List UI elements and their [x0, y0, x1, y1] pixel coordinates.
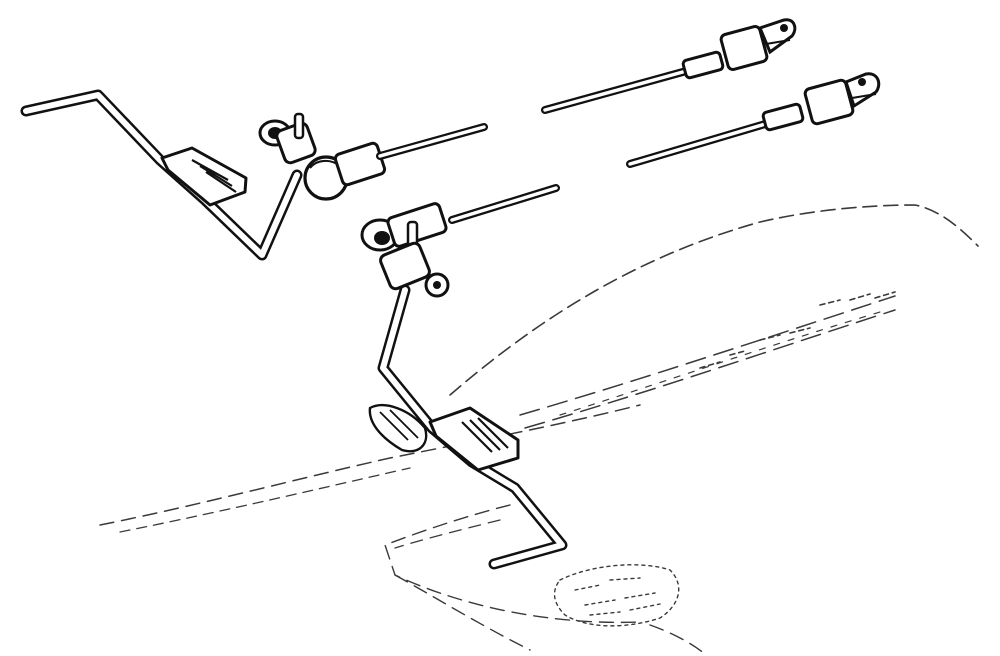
pedal-pad: [160, 146, 248, 207]
ghost-strip-2: [524, 309, 896, 429]
pedal-pivot: [360, 202, 450, 298]
ghost-lower-frame-2: [394, 519, 501, 549]
pedal-boot: [368, 404, 428, 453]
ghost-floor-texture: [553, 564, 680, 627]
cable-fork-end-icon: [626, 72, 881, 168]
ghost-pedal-floor-hatch: [699, 291, 896, 369]
ghost-floor-edge: [394, 574, 531, 651]
cable-fork-end-icon: [541, 18, 797, 114]
pedal-pivot: [258, 112, 387, 201]
vehicle-body-ghost-icon: [99, 204, 979, 655]
ghost-roof-line: [449, 204, 979, 396]
ghost-floor-edge-2: [649, 624, 706, 655]
ghost-floor-line-2: [119, 467, 411, 533]
pedal-rod-icon: [360, 184, 568, 570]
ghost-strip-3: [559, 311, 881, 416]
ghost-lower-frame: [384, 504, 641, 624]
pedal-rod-icon: [20, 89, 488, 261]
ghost-strip-1: [519, 295, 896, 416]
pedal-pad: [428, 406, 520, 472]
ghost-floor-line: [99, 404, 641, 526]
